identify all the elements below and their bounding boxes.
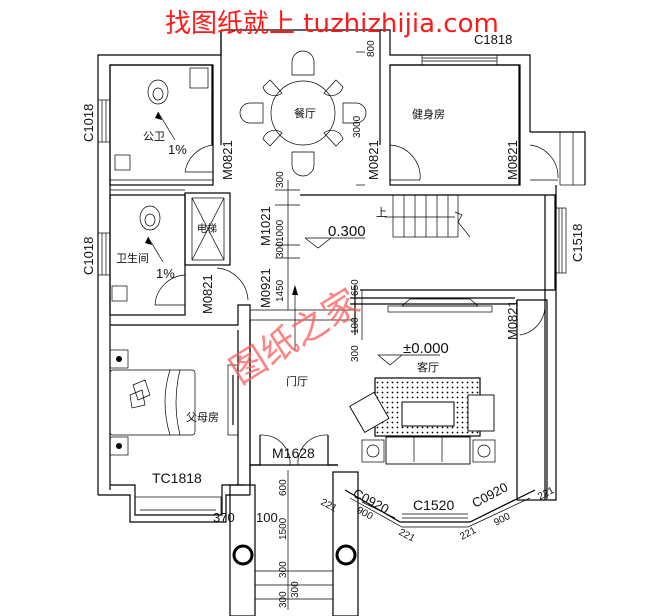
dim-300-b: 300	[275, 241, 286, 258]
room-label-dining: 餐厅	[294, 106, 316, 120]
dim-top-800: 800	[366, 40, 377, 57]
dim-dining-3000: 3000	[352, 115, 363, 138]
dim-300-a: 300	[275, 171, 286, 188]
dining-table	[239, 50, 367, 177]
windows	[97, 54, 586, 528]
room-labels: 公卫 餐厅 健身房 卫生间 电梯 父母房 客厅 门厅	[116, 106, 445, 424]
room-label-bathroom: 卫生间	[116, 251, 149, 265]
room-label-public-bath: 公卫	[143, 130, 165, 143]
dim-bay-221-b: 221	[397, 527, 417, 545]
dimension-labels: 800 3000 300 1000 300 1450 650 100 300 6…	[213, 40, 557, 608]
entry-porch	[229, 464, 359, 616]
stair-up-label: 上	[376, 206, 387, 219]
parents-side-window	[227, 364, 239, 436]
room-label-foyer: 门厅	[286, 374, 308, 388]
dim-650: 650	[350, 279, 361, 296]
dim-100-b: 100	[256, 510, 278, 525]
dim-1000: 1000	[275, 219, 286, 242]
slope-arrow-bathroom	[147, 236, 164, 263]
slope-labels: 1% 1%	[156, 142, 187, 281]
dim-entry-300-c: 300	[278, 591, 289, 608]
bay-window	[344, 489, 536, 528]
slope-bathroom: 1%	[156, 266, 175, 281]
elevation-stair: 0.300	[328, 223, 366, 240]
dim-bay-221-c: 221	[458, 525, 478, 543]
door-labels: M0821 M0821 M0821 M1021 M0821 M0921 M082…	[200, 140, 520, 461]
label-window-bay-right: C0920	[469, 479, 510, 510]
dim-entry-600: 600	[278, 479, 289, 496]
living-furniture	[349, 298, 496, 465]
dim-bay-900-b: 900	[492, 511, 512, 529]
elevation-living: ±0.000	[403, 340, 449, 357]
window-parents-bay	[134, 496, 222, 516]
label-window-left-bottom: C1018	[81, 237, 96, 275]
label-door-bathroom: M0821	[200, 274, 215, 314]
room-label-living: 客厅	[417, 360, 439, 374]
window-top-gym	[421, 54, 498, 66]
room-label-elevator: 电梯	[197, 222, 217, 235]
dim-370: 370	[213, 510, 235, 525]
slope-public-bath: 1%	[168, 142, 187, 157]
room-label-parents-room: 父母房	[186, 411, 219, 424]
label-window-parents-bay: TC1818	[152, 470, 202, 486]
window-left-top	[97, 99, 111, 143]
label-door-living-right: M0821	[505, 300, 520, 340]
label-door-public-bath: M0821	[220, 140, 235, 180]
label-door-foyer: M0921	[258, 268, 273, 308]
label-door-main-entry: M1628	[272, 445, 315, 461]
room-label-gym: 健身房	[412, 107, 445, 121]
doors	[154, 144, 559, 466]
bed	[109, 349, 196, 456]
label-door-gym: M0821	[505, 140, 520, 180]
window-right-stair	[555, 207, 567, 274]
toilet-bathroom	[111, 205, 161, 302]
dimension-lines	[250, 51, 440, 366]
label-window-right-stair: C1518	[570, 224, 585, 262]
label-window-left-top: C1018	[81, 104, 96, 142]
label-door-elevator: M1021	[258, 206, 273, 246]
dim-entry-300-b: 300	[290, 581, 301, 598]
label-window-top-gym: C1818	[474, 32, 512, 47]
dim-100: 100	[350, 317, 361, 334]
label-window-bay-center: C1520	[413, 497, 454, 513]
window-right-gym	[559, 131, 586, 186]
stair	[385, 194, 471, 238]
dim-1450: 1450	[275, 279, 286, 302]
dim-entry-1500: 1500	[278, 517, 289, 540]
slope-arrow-public	[157, 111, 176, 141]
dim-bay-221-a: 221	[319, 497, 339, 515]
dim-entry-300-a: 300	[278, 561, 289, 578]
dim-300-c: 300	[350, 345, 361, 362]
elevation-labels: 0.300 ±0.000 上	[328, 206, 449, 357]
window-left-bottom	[97, 232, 111, 276]
label-door-dining-right: M0821	[366, 140, 381, 180]
watermark-top: 找图纸就上 tuzhizhijia.com	[165, 9, 499, 39]
toilet-public	[114, 67, 209, 171]
